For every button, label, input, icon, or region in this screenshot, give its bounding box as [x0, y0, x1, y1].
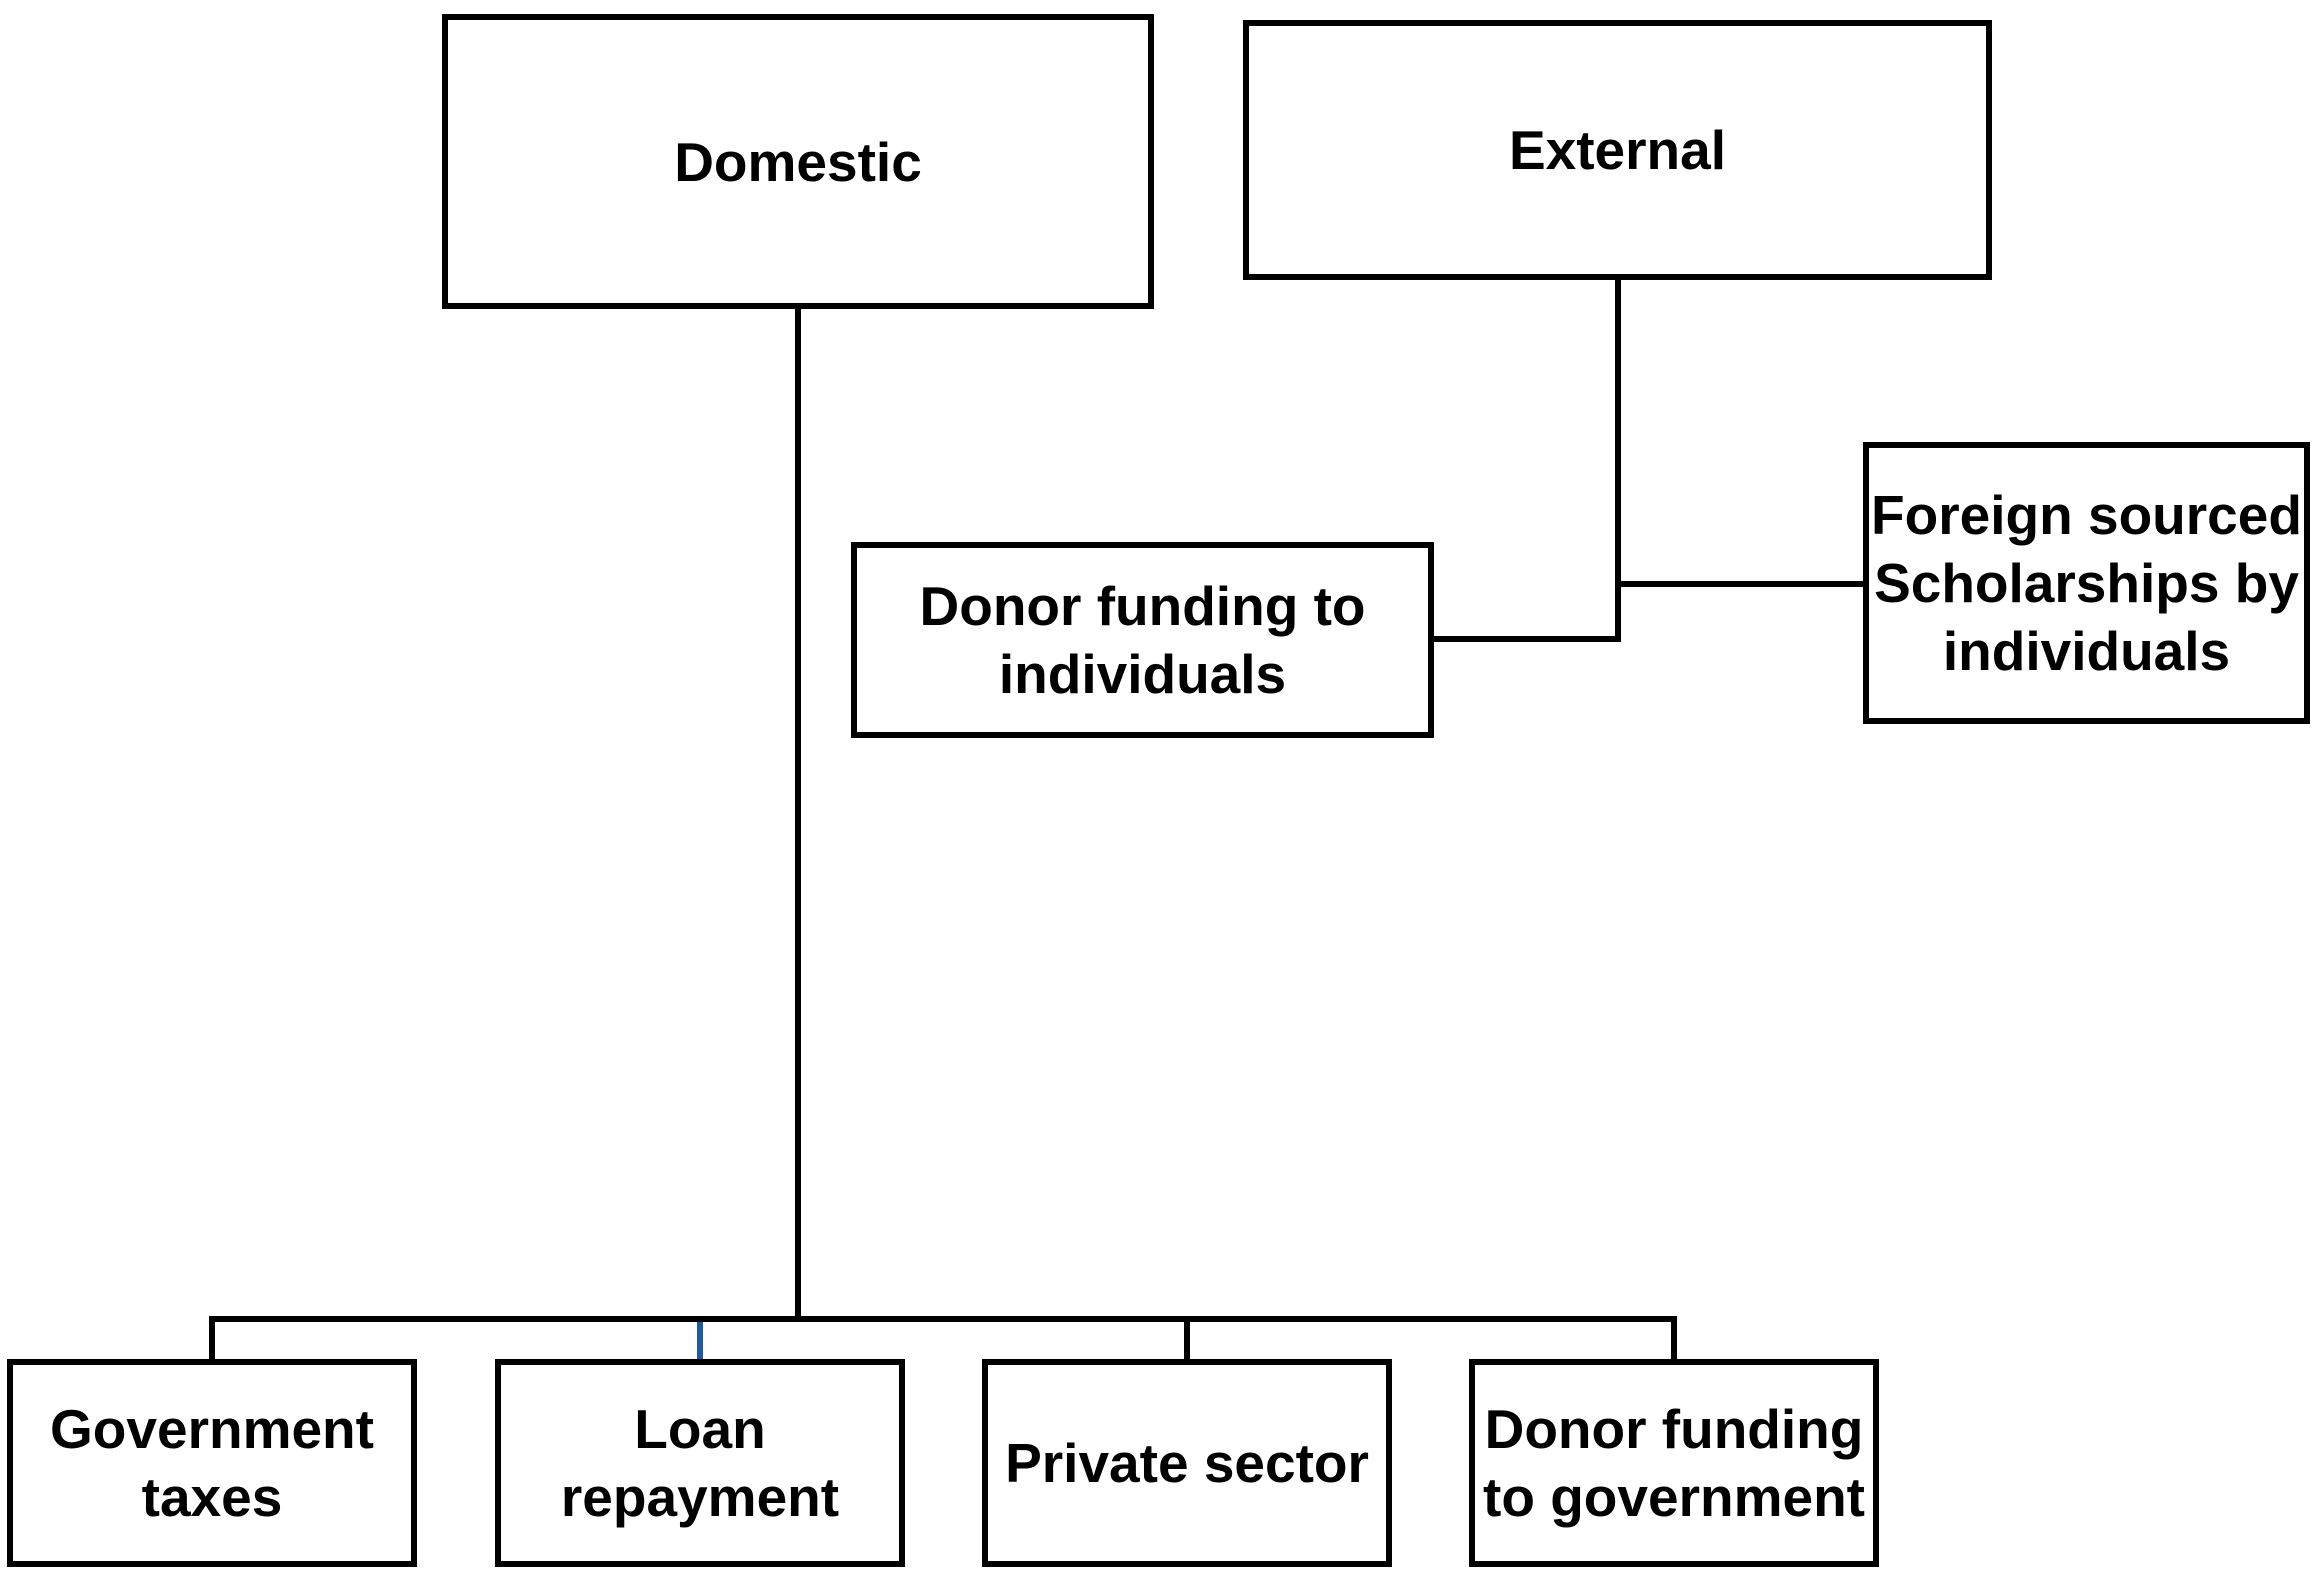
node-government-taxes: Government taxes [7, 1359, 417, 1567]
node-donor-funding-government: Donor funding to government [1469, 1359, 1879, 1567]
node-domestic: Domestic [442, 14, 1154, 309]
node-external: External [1243, 20, 1992, 280]
node-private-sector: Private sector [982, 1359, 1392, 1567]
node-loan-repayment: Loan repayment [495, 1359, 905, 1567]
node-government-taxes-label: Government taxes [50, 1398, 374, 1528]
node-donor-funding-individuals: Donor funding to individuals [851, 542, 1434, 738]
node-donor-funding-government-label: Donor funding to government [1483, 1398, 1865, 1528]
node-foreign-scholarships: Foreign sourced Scholarships by individu… [1863, 442, 2310, 724]
node-donor-funding-individuals-label: Donor funding to individuals [919, 575, 1366, 705]
node-loan-repayment-label: Loan repayment [560, 1398, 840, 1528]
node-domestic-label: Domestic [674, 130, 922, 193]
node-foreign-scholarships-label: Foreign sourced Scholarships by individu… [1871, 484, 2302, 682]
node-private-sector-label: Private sector [1005, 1432, 1369, 1494]
node-external-label: External [1508, 119, 1727, 181]
